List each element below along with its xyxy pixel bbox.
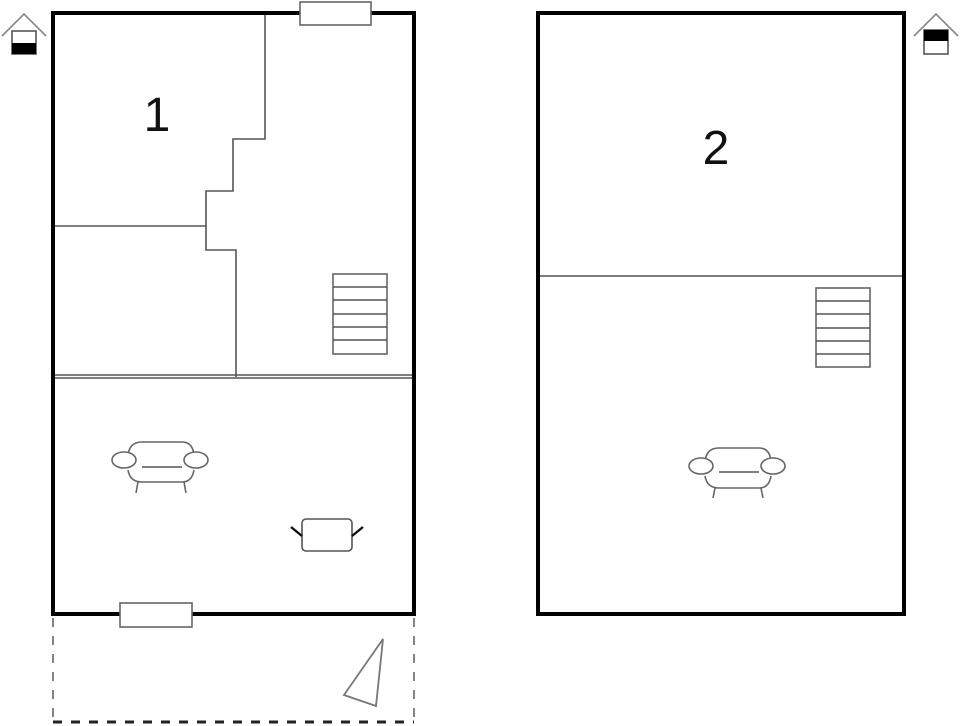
floor-1-plan: 1	[51, 1, 416, 724]
table-icon	[290, 518, 364, 552]
window-top	[299, 1, 372, 26]
interior-walls	[53, 14, 414, 379]
window-bottom	[119, 602, 193, 628]
staircase-floor-2	[815, 287, 871, 368]
outer-wall-floor-1	[51, 11, 416, 616]
staircase-floor-1	[332, 273, 388, 355]
floor-2-label: 2	[703, 122, 730, 175]
floor-2-plan: 2	[536, 11, 906, 616]
armchair-icon	[688, 447, 786, 499]
ground-floor-icon	[1, 12, 47, 55]
outer-wall-floor-2	[536, 11, 906, 616]
compass-icon	[342, 638, 384, 708]
floor-1-label: 1	[144, 89, 171, 142]
upper-floor-icon	[913, 12, 959, 55]
terrace-outline	[52, 618, 415, 724]
armchair-icon	[111, 441, 209, 494]
